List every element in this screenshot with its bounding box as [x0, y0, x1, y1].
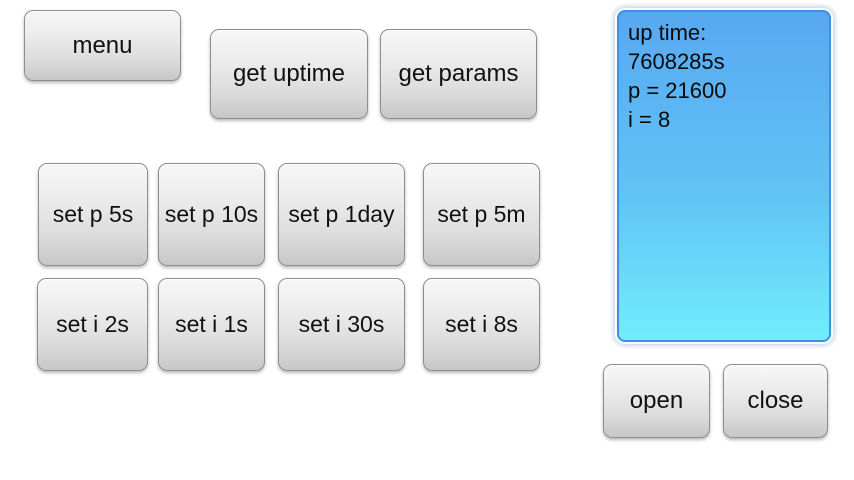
set-i-8s-button[interactable]: set i 8s — [423, 278, 540, 371]
status-line-i-value: i = 8 — [628, 107, 671, 132]
set-p-10s-button[interactable]: set p 10s — [158, 163, 265, 266]
set-i-2s-button[interactable]: set i 2s — [37, 278, 148, 371]
get-uptime-button[interactable]: get uptime — [210, 29, 368, 119]
set-p-5m-button[interactable]: set p 5m — [423, 163, 540, 266]
get-params-button[interactable]: get params — [380, 29, 537, 119]
open-button[interactable]: open — [603, 364, 710, 438]
status-line-uptime-label: up time: — [628, 20, 707, 45]
menu-button[interactable]: menu — [24, 10, 181, 81]
set-i-1s-button[interactable]: set i 1s — [158, 278, 265, 371]
set-p-1day-button[interactable]: set p 1day — [278, 163, 405, 266]
close-button[interactable]: close — [723, 364, 828, 438]
status-line-uptime-value: 7608285s — [628, 49, 725, 74]
status-line-p-value: p = 21600 — [628, 78, 727, 103]
set-p-5s-button[interactable]: set p 5s — [38, 163, 148, 266]
status-panel: up time: 7608285s p = 21600 i = 8 — [617, 10, 831, 342]
set-i-30s-button[interactable]: set i 30s — [278, 278, 405, 371]
